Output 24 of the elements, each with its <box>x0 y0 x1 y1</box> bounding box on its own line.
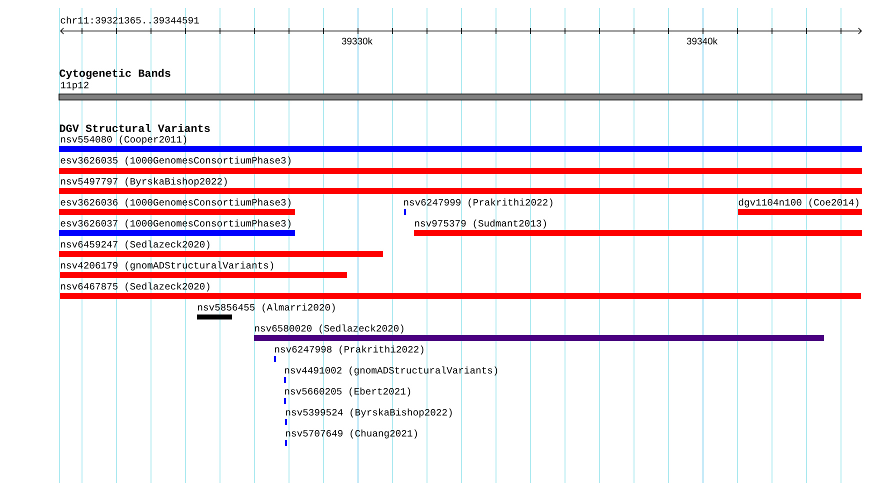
variant-label: nsv5856455 (Almarri2020) <box>198 303 335 312</box>
variant-label: esv3626036 (1000GenomesConsortiumPhase3) <box>60 198 290 208</box>
variant-label: nsv5707649 (Chuang2021) <box>286 429 417 438</box>
track-title: Cytogenetic Bands <box>60 68 170 80</box>
variant-label: esv3626035 (1000GenomesConsortiumPhase3) <box>60 156 290 166</box>
track-title: DGV Structural Variants <box>60 124 210 132</box>
variant-label: nsv5497797 (ByrskaBishop2022) <box>61 177 227 186</box>
variant-label: nsv6580020 (Sedlazeck2020) <box>255 324 404 334</box>
variant-label: nsv554080 (Cooper2011) <box>61 135 186 144</box>
variant-label: esv3626037 (1000GenomesConsortiumPhase3) <box>60 219 290 228</box>
variant-label: nsv5660205 (Ebert2021) <box>285 387 410 396</box>
variant-label: nsv5399524 (ByrskaBishop2022) <box>286 408 452 418</box>
variant-label: nsv6459247 (Sedlazeck2020) <box>61 240 210 250</box>
tick-label: 39340k <box>686 38 718 44</box>
variant-label: nsv6247998 (Prakrithi2022) <box>275 345 424 354</box>
variant-label: nsv6467875 (Sedlazeck2020) <box>61 282 210 292</box>
tick-label: 39330k <box>342 38 373 44</box>
variant-label: nsv4491002 (gnomADStructuralVariants) <box>285 366 498 376</box>
variant-label: nsv6247999 (Prakrithi2022) <box>404 198 552 208</box>
region-label: chr11:39321365..39344591 <box>60 16 199 24</box>
variant-label: nsv4206179 (gnomADStructuralVariants) <box>61 261 274 270</box>
band-label: 11p12 <box>60 82 88 90</box>
variant-label: dgv1104n100 (Coe2014) <box>738 198 858 208</box>
variant-label: nsv975379 (Sudmant2013) <box>415 219 546 228</box>
